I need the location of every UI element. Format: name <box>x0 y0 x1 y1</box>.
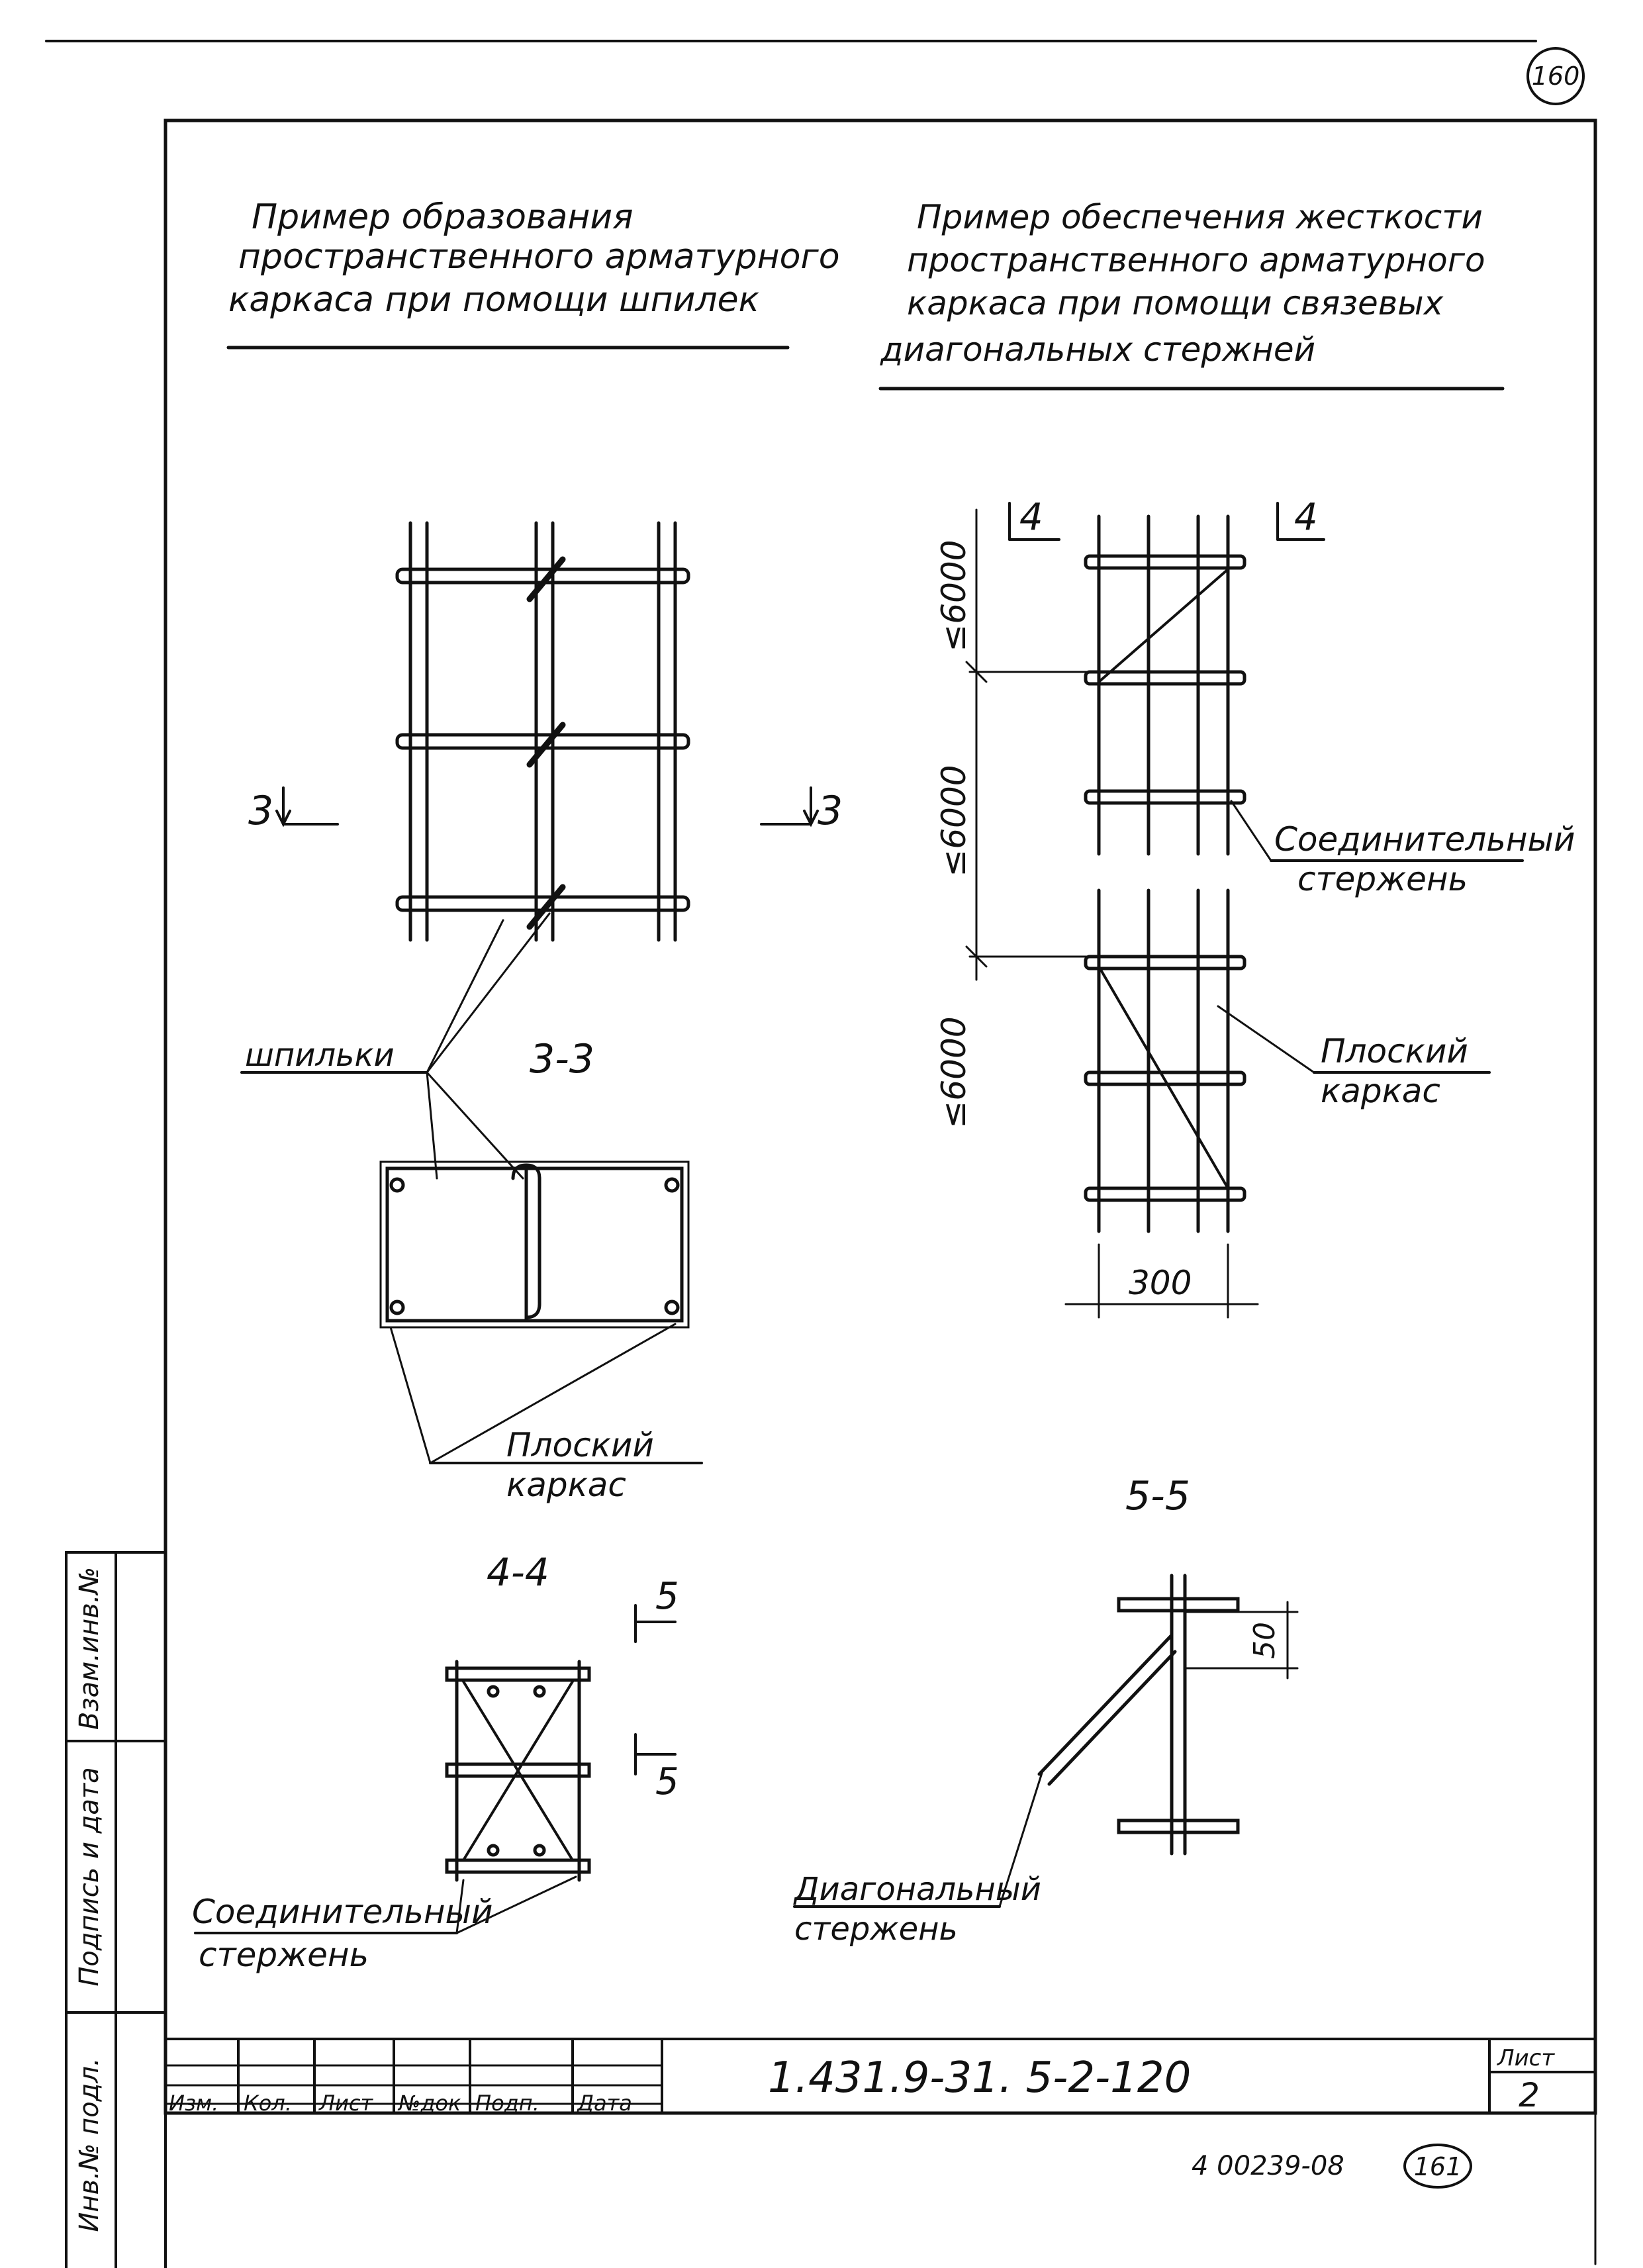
conn-rod-label-left-1: Соединительный <box>192 1893 493 1931</box>
dim-6000-bottom: ≤6000 <box>935 1016 973 1128</box>
side-stamp <box>65 1551 167 2268</box>
shpilki-label: шпильки <box>245 1037 395 1074</box>
sheet-number: 2 <box>1519 2076 1540 2114</box>
section-5-top-label: 5 <box>655 1575 679 1618</box>
frame-elevation-left <box>395 521 690 942</box>
sheet-label: Лист <box>1496 2045 1555 2071</box>
left-title-line-3: каркаса при помощи шпилек <box>228 280 760 320</box>
section-4-4-title: 4-4 <box>487 1550 549 1595</box>
section-3-3-title: 3-3 <box>530 1036 594 1082</box>
right-title-line-3: каркаса при помощи связевых <box>907 284 1444 322</box>
footer-number: 161 <box>1414 2152 1462 2181</box>
tb-col-kol: Кол. <box>244 2091 292 2116</box>
left-title-line-1: Пример образования <box>252 197 633 237</box>
flat-frame-label-left-1: Плоский <box>506 1426 654 1464</box>
section-4-right-label: 4 <box>1294 496 1318 539</box>
sheet-number-circle <box>1526 47 1585 105</box>
right-title-line-1: Пример обеспечения жесткости <box>917 198 1483 236</box>
conn-rod-label-right-1: Соединительный <box>1274 820 1575 859</box>
right-title-line-4: диагональных стержней <box>880 330 1315 369</box>
section-5-5-detail <box>1037 1574 1240 1856</box>
section-3-left-label: 3 <box>248 788 273 834</box>
section-3-3-plan <box>379 1160 690 1329</box>
doc-code: 1.431.9-31. 5-2-120 <box>768 2054 1191 2103</box>
flat-frame-label-left-2: каркас <box>506 1466 626 1504</box>
dim-6000-middle: ≤6000 <box>935 765 973 876</box>
stamp-signature-date: Подпись и дата <box>74 1767 105 1986</box>
stamp-inv-podl: Инв.№ подл. <box>74 2057 105 2232</box>
section-3-right-label: 3 <box>818 788 843 834</box>
left-title-line-2: пространственного арматурного <box>238 237 840 277</box>
tb-col-data: Дата <box>576 2091 632 2116</box>
conn-rod-label-right-2: стержень <box>1297 860 1468 898</box>
tb-col-podp: Подп. <box>475 2091 540 2116</box>
right-title-line-2: пространственного арматурного <box>907 241 1485 279</box>
stamp-vzam-inv: Взам.инв.№ <box>74 1567 105 1730</box>
tb-col-ndok: №док <box>397 2091 461 2116</box>
sheet-frame <box>164 118 1597 2115</box>
sheet-number-top: 160 <box>1532 62 1580 91</box>
section-5-bottom-label: 5 <box>655 1760 679 1803</box>
diag-rod-label-1: Диагональный <box>793 1871 1041 1908</box>
dim-6000-top: ≤6000 <box>935 540 973 651</box>
title-block <box>164 2038 1597 2114</box>
section-4-4-plan <box>445 1660 591 1882</box>
section-5-5-title: 5-5 <box>1125 1473 1190 1519</box>
tb-col-izm: Изм. <box>169 2091 218 2116</box>
footer-code: 4 00239-08 <box>1192 2151 1344 2181</box>
footer-number-oval <box>1403 2144 1472 2189</box>
flat-frame-label-right-2: каркас <box>1321 1072 1440 1110</box>
dim-50: 50 <box>1248 1622 1282 1659</box>
diag-rod-label-2: стержень <box>794 1911 958 1948</box>
tb-col-list: Лист <box>318 2091 373 2116</box>
conn-rod-label-left-2: стержень <box>199 1936 369 1974</box>
section-4-left-label: 4 <box>1019 496 1043 539</box>
frame-elevation-right <box>1084 514 1246 1233</box>
dim-300: 300 <box>1129 1264 1192 1302</box>
flat-frame-label-right-1: Плоский <box>1321 1032 1468 1070</box>
